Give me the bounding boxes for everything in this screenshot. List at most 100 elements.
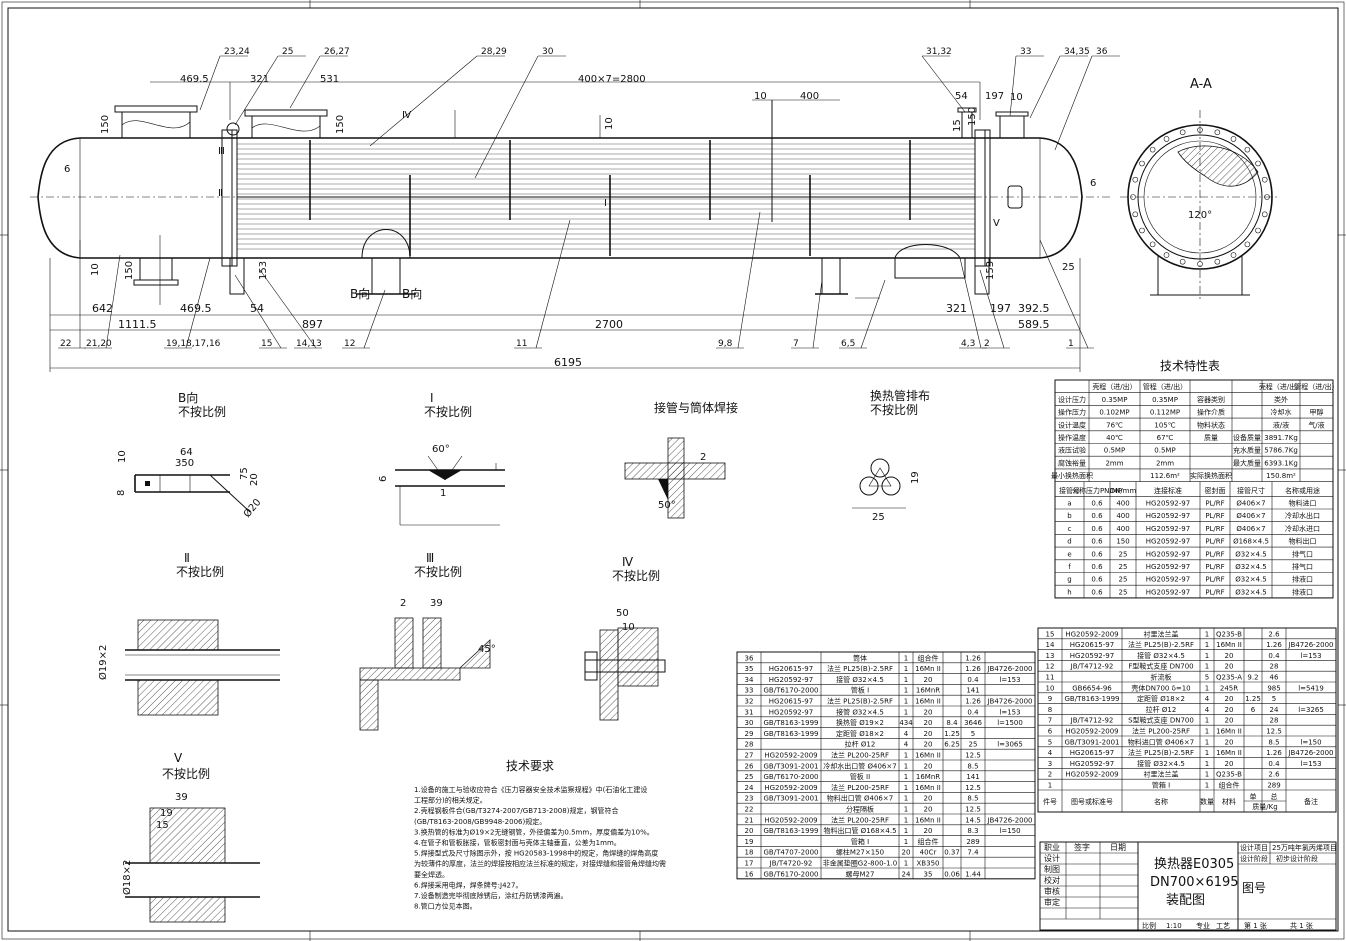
svg-text:5786.7Kg: 5786.7Kg bbox=[1264, 447, 1298, 455]
parts-cell: 12 bbox=[1046, 663, 1055, 671]
parts-cell: GB/T3091-2001 bbox=[1064, 738, 1119, 746]
svg-text:2: 2 bbox=[700, 452, 706, 463]
dim-label: 10 bbox=[90, 263, 101, 276]
parts-cell: HG20592-2009 bbox=[764, 784, 817, 792]
parts-cell: 20 bbox=[1225, 717, 1234, 725]
parts-header-cell: 总 bbox=[1271, 792, 1278, 801]
parts-cell: 16MnR bbox=[916, 687, 940, 695]
svg-text:甲醇: 甲醇 bbox=[1310, 408, 1324, 417]
tech-req-line: 1.设备的施工与验收应符合《压力容器安全技术监察规程》中(石油化工建设 bbox=[414, 785, 647, 794]
svg-text:6393.1Kg: 6393.1Kg bbox=[1264, 459, 1298, 467]
dim-label: 150 bbox=[335, 115, 346, 134]
nozzle-bottom-left bbox=[133, 257, 179, 286]
part-balloon: 9,8 bbox=[718, 339, 733, 349]
dim-label: 25 bbox=[1062, 262, 1075, 273]
svg-text:0.6: 0.6 bbox=[1091, 525, 1103, 533]
part-balloon: 12 bbox=[344, 339, 355, 349]
parts-cell: 1 bbox=[1205, 782, 1209, 790]
dim-label: 10 bbox=[754, 91, 767, 102]
parts-cell: 28 bbox=[1270, 717, 1279, 725]
part-balloon: 26,27 bbox=[324, 47, 350, 57]
svg-text:400: 400 bbox=[1116, 525, 1129, 533]
parts-cell: 1 bbox=[1205, 760, 1209, 768]
parts-cell: l=5419 bbox=[1298, 684, 1324, 692]
parts-cell: 6.25 bbox=[944, 741, 960, 749]
parts-cell: HG20615-97 bbox=[769, 698, 813, 706]
svg-text:25万吨年氯丙烯项目: 25万吨年氯丙烯项目 bbox=[1272, 843, 1337, 852]
parts-cell: 1 bbox=[904, 665, 908, 673]
parts-cell: HG20592-97 bbox=[769, 708, 813, 716]
svg-text:共 1 张: 共 1 张 bbox=[1290, 921, 1313, 930]
parts-cell: l=150 bbox=[999, 827, 1020, 835]
svg-text:2mm: 2mm bbox=[1105, 459, 1123, 467]
svg-text:a: a bbox=[1067, 500, 1071, 508]
main-dims-top: 469.5 321 531 400×7=2800 10 400 10 197 5… bbox=[64, 74, 1096, 280]
parts-cell: 接管 Ø32×4.5 bbox=[1137, 759, 1185, 768]
parts-cell: Q235-B bbox=[1216, 630, 1242, 638]
parts-cell: 20 bbox=[1225, 652, 1234, 660]
parts-cell: GB/T8163-1999 bbox=[763, 827, 818, 835]
svg-text:60°: 60° bbox=[432, 444, 450, 455]
svg-text:25: 25 bbox=[1119, 588, 1128, 596]
parts-cell: 1.25 bbox=[944, 730, 960, 738]
parts-cell: 33 bbox=[745, 687, 754, 695]
svg-text:64: 64 bbox=[180, 447, 193, 458]
parts-cell: 30 bbox=[745, 719, 754, 727]
svg-text:不按比例: 不按比例 bbox=[870, 403, 918, 417]
svg-text:0.6: 0.6 bbox=[1091, 550, 1103, 558]
parts-cell: HG20592-97 bbox=[1070, 652, 1114, 660]
parts-cell: 法兰 PL25(B)-2.5RF bbox=[827, 697, 893, 706]
svg-text:质量: 质量 bbox=[1204, 433, 1218, 442]
parts-cell: 1 bbox=[1205, 738, 1209, 746]
dim-label: 469.5 bbox=[180, 74, 209, 85]
svg-text:Ø406×7: Ø406×7 bbox=[1236, 512, 1265, 520]
parts-cell: HG20615-97 bbox=[769, 665, 813, 673]
parts-cell: 141 bbox=[966, 687, 979, 695]
parts-cell: 1 bbox=[1205, 684, 1209, 692]
parts-cell: HG20592-2009 bbox=[764, 816, 817, 824]
svg-text:Ø168×4.5: Ø168×4.5 bbox=[1233, 538, 1269, 546]
parts-cell: 11 bbox=[1046, 674, 1055, 682]
parts-cell: 物料出口管 Ø406×7 bbox=[827, 794, 893, 803]
parts-cell: 螺柱M27×150 bbox=[836, 848, 884, 857]
tube-bundle bbox=[237, 143, 975, 250]
parts-cell: 分程隔板 bbox=[846, 805, 874, 814]
parts-cell: 1.26 bbox=[1266, 749, 1282, 757]
parts-cell: 12.5 bbox=[965, 784, 981, 792]
svg-text:Ø19×2: Ø19×2 bbox=[97, 645, 109, 680]
parts-cell: 16Mn II bbox=[915, 816, 941, 824]
part-balloon: 30 bbox=[542, 47, 554, 57]
parts-cell: JB4726-2000 bbox=[986, 816, 1032, 824]
part-balloon: 11 bbox=[516, 339, 527, 349]
parts-cell: 3 bbox=[1048, 760, 1052, 768]
parts-cell: 9 bbox=[1048, 695, 1052, 703]
parts-cell: HG20592-2009 bbox=[1065, 728, 1118, 736]
svg-text:0.6: 0.6 bbox=[1091, 576, 1103, 584]
svg-text:PL/RF: PL/RF bbox=[1205, 500, 1224, 508]
parts-cell: 1 bbox=[1205, 717, 1209, 725]
svg-text:制图: 制图 bbox=[1044, 864, 1060, 874]
title-block: 职业 签字 日期 设计 制图 校对 审核 审定 换热器E0305 DN700×6… bbox=[1039, 841, 1337, 931]
svg-text:0.6: 0.6 bbox=[1091, 563, 1103, 571]
svg-text:25: 25 bbox=[1119, 550, 1128, 558]
parts-cell: 3646 bbox=[964, 719, 982, 727]
parts-cell: 16Mn II bbox=[915, 665, 941, 673]
parts-cell: 0.4 bbox=[1268, 760, 1280, 768]
svg-text:d: d bbox=[1067, 538, 1071, 546]
parts-cell: 35 bbox=[924, 870, 933, 878]
svg-text:技术特性表: 技术特性表 bbox=[1160, 358, 1220, 373]
parts-cell: 19 bbox=[745, 838, 754, 846]
parts-cell: 8.5 bbox=[1268, 738, 1279, 746]
part-balloon: 28,29 bbox=[481, 47, 507, 57]
parts-cell: GB/T8163-1999 bbox=[1064, 695, 1119, 703]
parts-cell: 20 bbox=[924, 806, 933, 814]
parts-cell: 冷却水出口管 Ø406×7 bbox=[823, 761, 896, 770]
svg-text:0.102MP: 0.102MP bbox=[1099, 409, 1129, 417]
svg-text:Ø18×2: Ø18×2 bbox=[121, 860, 133, 895]
tech-req-line: (GB/T8163-2008/GB9948-2006)规定。 bbox=[414, 817, 546, 826]
parts-cell: 35 bbox=[745, 665, 754, 673]
svg-text:400: 400 bbox=[1116, 512, 1129, 520]
parts-cell: 非金属垫圈G2-800-1.0 bbox=[823, 859, 897, 868]
svg-text:76℃: 76℃ bbox=[1106, 421, 1123, 429]
parts-cell: 20 bbox=[902, 849, 911, 857]
